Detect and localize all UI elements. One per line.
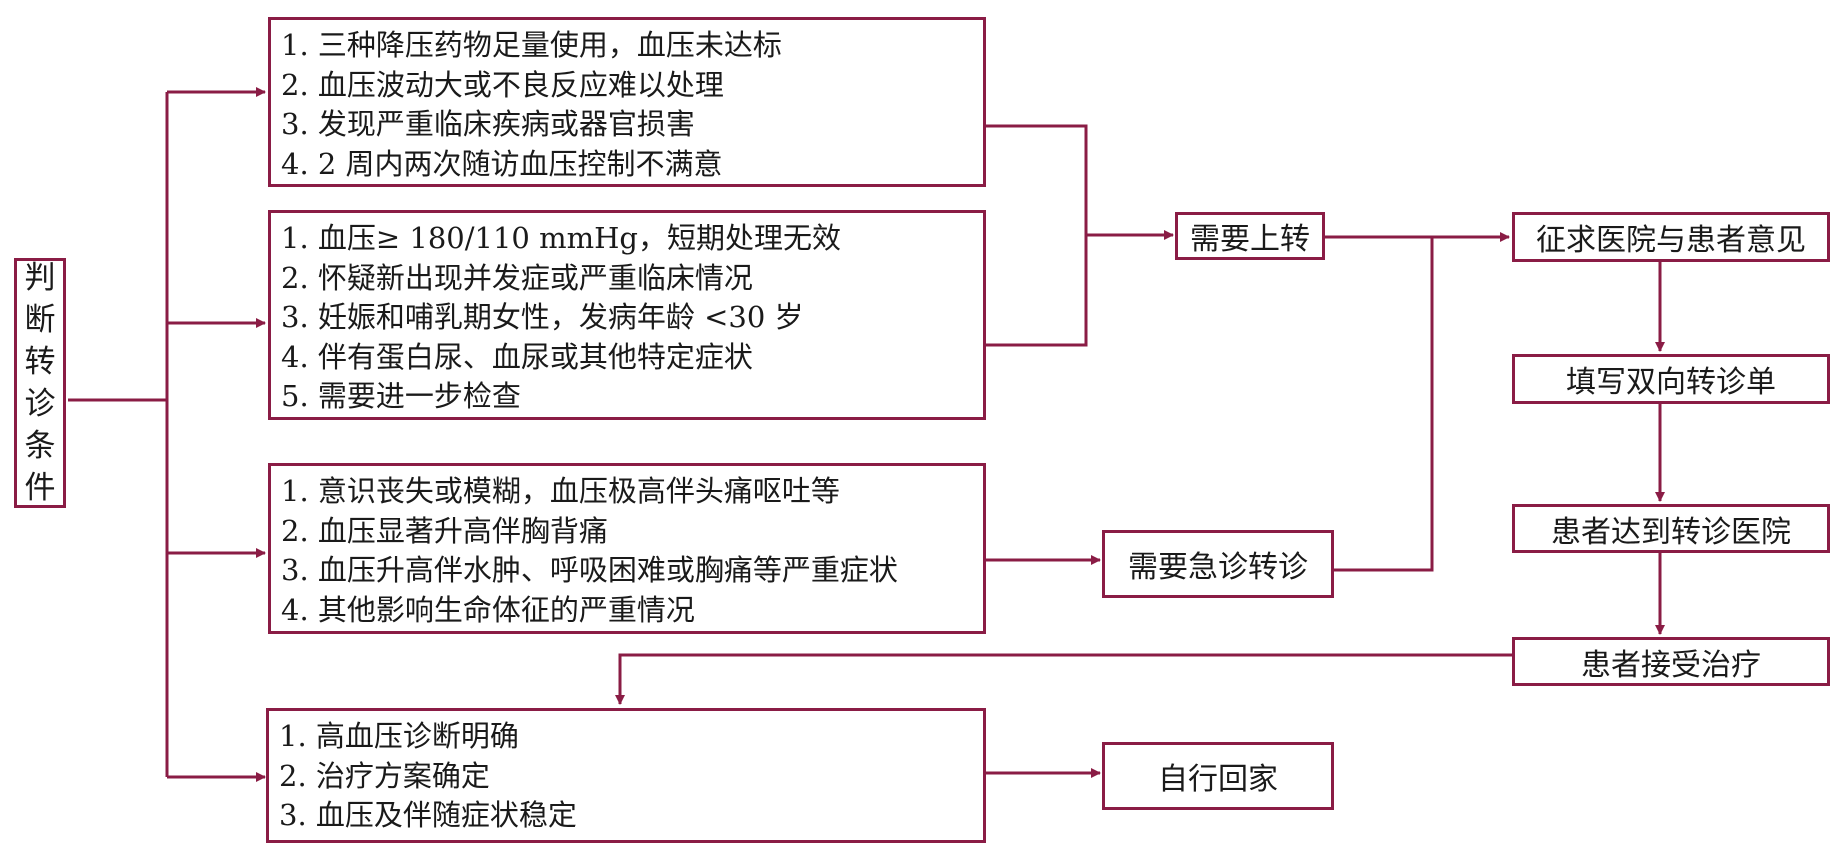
node-consult-opinion: 征求医院与患者意见 — [1512, 212, 1830, 262]
criteria-item: 4. 2 周内两次随访血压控制不满意 — [281, 146, 723, 181]
start-char: 诊 — [24, 386, 56, 422]
node-need-emergency-referral: 需要急诊转诊 — [1102, 530, 1334, 598]
criteria-box-uncontrolled: 1. 三种降压药物足量使用，血压未达标 2. 血压波动大或不良反应难以处理 3.… — [268, 17, 986, 187]
start-char: 条 — [24, 428, 56, 464]
start-char: 判 — [24, 260, 56, 296]
criteria-item: 2. 血压波动大或不良反应难以处理 — [281, 67, 724, 102]
node-go-home: 自行回家 — [1102, 742, 1334, 810]
criteria-item: 3. 血压及伴随症状稳定 — [279, 798, 577, 832]
criteria-item: 3. 血压升高伴水肿、呼吸困难或胸痛等严重症状 — [281, 553, 898, 587]
start-char: 断 — [24, 302, 56, 338]
criteria-box-emergency: 1. 意识丧失或模糊，血压极高伴头痛呕吐等 2. 血压显著升高伴胸背痛 3. 血… — [268, 463, 986, 634]
start-char: 件 — [24, 470, 56, 506]
criteria-item: 2. 怀疑新出现并发症或严重临床情况 — [281, 260, 753, 295]
node-need-transfer-up: 需要上转 — [1175, 212, 1325, 260]
treatment-return-line — [615, 653, 1513, 705]
criteria-item: 3. 妊娠和哺乳期女性，发病年龄 <30 岁 — [281, 300, 804, 334]
criteria-item: 3. 发现严重临床疾病或器官损害 — [281, 107, 695, 141]
criteria-item: 4. 伴有蛋白尿、血尿或其他特定症状 — [281, 339, 753, 374]
start-node-judge-referral: 判 断 转 诊 条 件 — [14, 258, 66, 508]
node-receive-treatment: 患者接受治疗 — [1512, 637, 1830, 686]
criteria-item: 5. 需要进一步检查 — [281, 379, 521, 413]
criteria-box-stable: 1. 高血压诊断明确 2. 治疗方案确定 3. 血压及伴随症状稳定 — [266, 708, 986, 843]
group1-merge-line — [986, 124, 1088, 347]
node-fill-referral-form: 填写双向转诊单 — [1512, 354, 1830, 404]
criteria-item: 4. 其他影响生命体征的严重情况 — [281, 592, 695, 627]
criteria-box-special: 1. 血压≥ 180/110 mmHg，短期处理无效 2. 怀疑新出现并发症或严… — [268, 210, 986, 420]
criteria-item: 2. 治疗方案确定 — [279, 758, 490, 793]
criteria-item: 1. 意识丧失或模糊，血压极高伴头痛呕吐等 — [281, 474, 840, 508]
emergency-join-line — [1334, 237, 1434, 572]
criteria-item: 2. 血压显著升高伴胸背痛 — [281, 513, 608, 548]
start-char: 转 — [24, 344, 56, 380]
criteria-item: 1. 血压≥ 180/110 mmHg，短期处理无效 — [281, 221, 841, 255]
node-arrive-hospital: 患者达到转诊医院 — [1512, 504, 1830, 553]
criteria-item: 1. 高血压诊断明确 — [279, 719, 519, 753]
criteria-item: 1. 三种降压药物足量使用，血压未达标 — [281, 28, 782, 62]
